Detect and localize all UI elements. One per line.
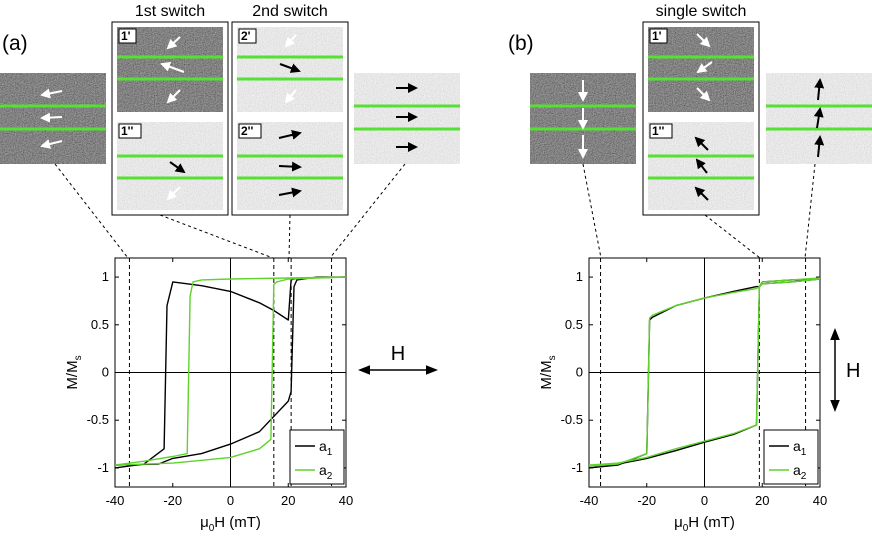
panel-letter-a: (a) (2, 32, 28, 55)
y-axis-label: M/Ms (538, 355, 558, 389)
arrow-icon (694, 136, 709, 151)
arrow-left-icon (40, 139, 63, 149)
arrow-icon (166, 36, 181, 50)
domain-image-a-final (354, 73, 460, 164)
legend-label: a2 (793, 462, 807, 482)
x-tick-label: 0 (701, 493, 708, 508)
domain-image-a-initial (0, 73, 106, 164)
series-a2-line (588, 278, 821, 467)
x-tick-label: 0 (227, 493, 234, 508)
domain-image-1prime: 1' (117, 27, 223, 112)
arrow-icon (279, 63, 301, 73)
legend-box (289, 429, 345, 485)
y-tick-label: 0.5 (565, 317, 583, 332)
y-tick-label: 1 (576, 269, 583, 284)
group-label-2nd-switch: 2nd switch (252, 3, 328, 20)
group-label-single-switch: single switch (656, 3, 747, 20)
x-tick-label: -20 (163, 493, 182, 508)
domain-image-b-initial (530, 73, 636, 164)
group-box-1st-switch (111, 21, 229, 216)
arrow-icon (169, 161, 186, 174)
arrow-icon (278, 187, 302, 198)
arrow-icon (694, 186, 709, 201)
x-axis-label: μ0H (mT) (200, 514, 261, 534)
arrow-left-icon (40, 112, 63, 123)
image-tag: 1'' (652, 124, 665, 138)
domain-image-b-1doubleprime: 1'' (648, 122, 754, 210)
x-tick-label: 20 (281, 493, 295, 508)
arrow-icon (696, 61, 713, 74)
y-tick-label: -1 (571, 460, 583, 475)
field-direction-a: H (358, 343, 438, 375)
x-tick-label: -40 (106, 493, 125, 508)
hysteresis-chart-a: -40 -20 0 20 40 -1 -0.5 0 0.5 1 μ0H (mT) M/Ms a1 a2 (64, 257, 353, 534)
y-tick-label: -0.5 (561, 412, 583, 427)
arrow-icon (160, 62, 185, 73)
arrow-icon (696, 87, 711, 102)
x-tick-label: -20 (637, 493, 656, 508)
x-tick-label: 40 (339, 493, 353, 508)
series-a1-line (114, 276, 346, 466)
series-a2-line (114, 276, 347, 466)
arrow-icon (284, 34, 297, 48)
arrow-icon (278, 129, 302, 140)
x-tick-label: 20 (755, 493, 769, 508)
legend-box (763, 429, 819, 485)
domain-image-b-final (766, 73, 872, 164)
y-tick-label: 0.5 (91, 317, 109, 332)
y-tick-label: -1 (97, 460, 109, 475)
arrow-left-icon (40, 88, 63, 99)
series-a2-line (588, 277, 821, 466)
x-tick-label: 40 (813, 493, 827, 508)
y-tick-label: -0.5 (87, 412, 109, 427)
image-tag: 2' (241, 29, 251, 43)
image-tag: 2'' (241, 124, 254, 138)
legend-label: a1 (793, 438, 807, 458)
field-label-a: H (391, 343, 405, 365)
arrow-icon (695, 158, 708, 174)
legend-label: a2 (319, 462, 333, 482)
panel-letter-b: (b) (508, 32, 534, 55)
image-tag: 1' (652, 29, 662, 43)
arrow-icon (278, 161, 302, 172)
domain-image-2doubleprime: 2'' (237, 122, 343, 210)
arrow-up-icon (814, 135, 825, 158)
arrow-icon (166, 89, 181, 104)
arrow-up-icon (814, 78, 825, 101)
arrow-icon (696, 33, 711, 48)
y-tick-label: 0 (102, 365, 109, 380)
domain-image-1doubleprime: 1'' (117, 122, 223, 210)
domain-image-b-1prime: 1' (648, 27, 754, 112)
image-tag: 1'' (121, 124, 134, 138)
connector-lines-a (54, 163, 406, 259)
hysteresis-chart-b: -40 -20 0 20 40 -1 -0.5 0 0.5 1 μ0H (mT) M/Ms a1 a2 (538, 257, 827, 534)
y-axis-label: M/Ms (64, 355, 84, 389)
connector-lines-b (582, 163, 816, 259)
x-tick-label: -40 (580, 493, 599, 508)
field-direction-b: H (830, 328, 860, 412)
image-tag: 1' (121, 29, 131, 43)
field-label-b: H (846, 360, 860, 382)
x-axis-label: μ0H (mT) (674, 514, 735, 534)
group-box-single-switch (642, 21, 760, 216)
y-tick-label: 1 (102, 269, 109, 284)
domain-image-2prime: 2' (237, 27, 343, 112)
group-label-1st-switch: 1st switch (135, 3, 205, 20)
y-tick-label: 0 (576, 365, 583, 380)
legend-label: a1 (319, 438, 333, 458)
arrow-icon (166, 186, 181, 201)
arrow-up-icon (813, 107, 824, 129)
arrow-icon (284, 89, 297, 104)
series-a2-line (114, 276, 347, 466)
